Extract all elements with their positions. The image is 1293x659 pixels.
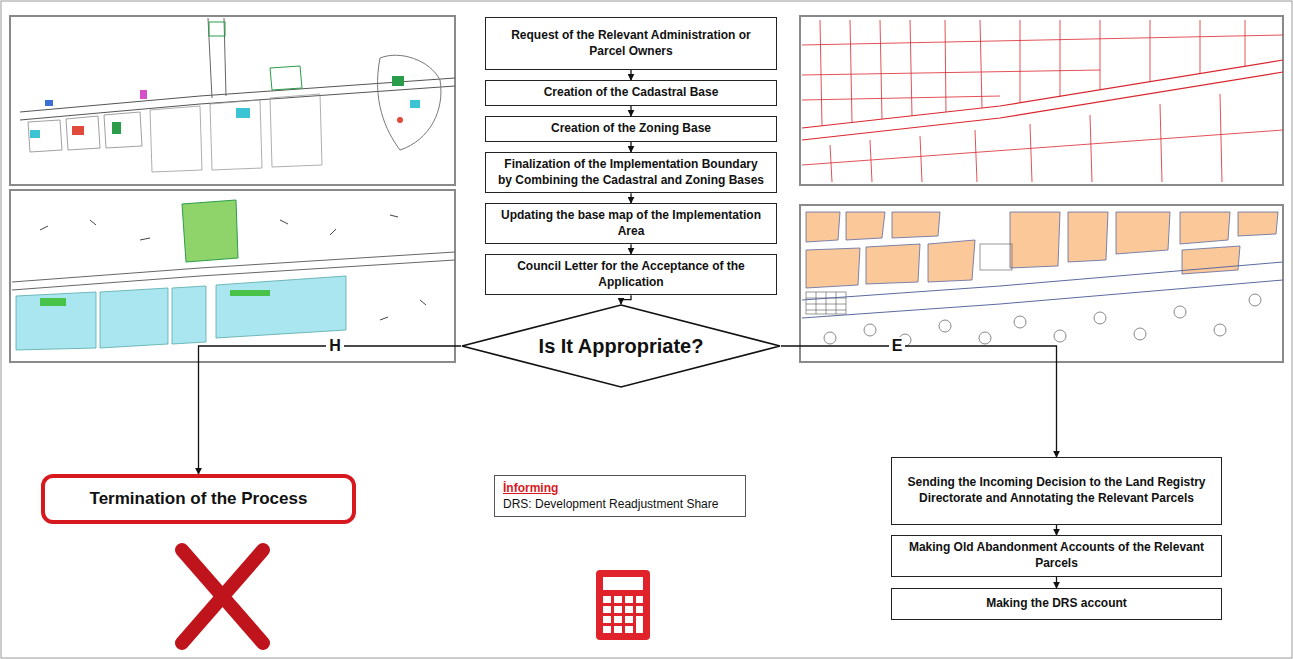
node-text: Council Letter for the Acceptance of the… xyxy=(496,259,766,290)
node-text: Making Old Abandonment Accounts of the R… xyxy=(902,540,1211,571)
process-box: Council Letter for the Acceptance of the… xyxy=(485,254,777,295)
connector xyxy=(630,244,631,254)
process-box: Updating the base map of the Implementat… xyxy=(485,203,777,244)
decision-diamond: Is It Appropriate? xyxy=(461,304,781,388)
terminal-box: Termination of the Process xyxy=(41,474,356,524)
connector xyxy=(781,346,1057,457)
zoning-map xyxy=(800,205,1283,362)
node-text: Creation of the Cadastral Base xyxy=(544,85,719,101)
node-text: Finalization of the Implementation Bound… xyxy=(496,157,766,188)
connector xyxy=(630,193,631,203)
node-text: Is It Appropriate? xyxy=(539,335,704,358)
connector xyxy=(630,142,631,152)
connector xyxy=(630,70,631,80)
process-box: Request of the Relevant Administration o… xyxy=(485,17,777,70)
connector xyxy=(1056,525,1057,535)
node-text: Creation of the Zoning Base xyxy=(551,121,711,137)
process-box: Creation of the Zoning Base xyxy=(485,116,777,142)
node-text: Termination of the Process xyxy=(90,489,308,509)
node-text: Sending the Incoming Decision to the Lan… xyxy=(902,475,1211,506)
info-heading: İnforming xyxy=(503,480,558,496)
connector xyxy=(199,346,462,474)
connector xyxy=(630,106,631,116)
process-box: Creation of the Cadastral Base xyxy=(485,80,777,106)
node-text: DRS: Development Readjustment Share xyxy=(503,496,718,512)
connector xyxy=(621,295,631,304)
process-box: Making Old Abandonment Accounts of the R… xyxy=(891,535,1222,577)
cross-icon xyxy=(182,550,263,643)
connector xyxy=(1056,577,1057,588)
plan-map xyxy=(10,16,455,185)
cadastral-map xyxy=(800,16,1283,185)
info-box: İnformingDRS: Development Readjustment S… xyxy=(494,475,746,517)
node-text: Request of the Relevant Administration o… xyxy=(496,28,766,59)
process-box: Finalization of the Implementation Bound… xyxy=(485,152,777,193)
node-text: Updating the base map of the Implementat… xyxy=(496,208,766,239)
implementation-map xyxy=(10,190,455,362)
node-text: Making the DRS account xyxy=(986,596,1127,612)
process-box: Making the DRS account xyxy=(891,588,1222,620)
edge-label: E xyxy=(889,337,906,355)
process-box: Sending the Incoming Decision to the Lan… xyxy=(891,457,1222,525)
edge-label: H xyxy=(326,337,344,355)
calculator-icon xyxy=(596,570,650,640)
